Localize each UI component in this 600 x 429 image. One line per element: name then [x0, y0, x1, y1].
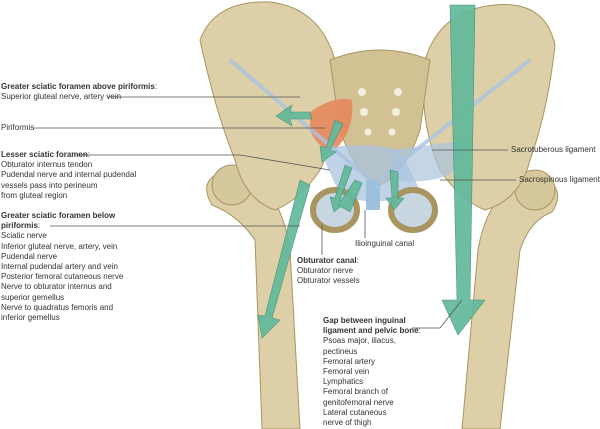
pubic-symphysis [366, 180, 380, 210]
gap-item: nerve of thigh [323, 418, 372, 428]
lsf-item: vessels pass into perineum [1, 180, 98, 190]
arrow-piriformis [319, 119, 344, 163]
gap-title-1: Gap between inguinal [323, 316, 406, 325]
lsf-item: Pudendal nerve and internal pudendal [1, 170, 137, 180]
label-piriformis: Piriformis [1, 123, 35, 132]
gsf-below-item: Pudendal nerve [1, 251, 58, 261]
gap-item: Femoral artery [323, 356, 376, 366]
gap-title-2: ligament and pelvic bone [323, 326, 419, 336]
lsf-title: Lesser sciatic foramen [1, 150, 88, 159]
label-gsf-below: Greater sciatic foramen below piriformis… [1, 211, 124, 323]
gsf-below-title-2: piriformis [1, 221, 38, 231]
label-obturator-canal: Obturator canal: Obturator nerve Obturat… [297, 256, 360, 286]
arrow-obturator [385, 169, 405, 211]
passage-arrows [257, 4, 486, 339]
gsf-above-title: Greater sciatic foramen above piriformis [1, 82, 155, 91]
gsf-below-title-1: Greater sciatic foramen below [1, 211, 116, 220]
arrow-pudendal [337, 179, 363, 213]
lsf-item: Obturator internus tendon [1, 160, 93, 170]
label-inguinal-gap: Gap between inguinal ligament and pelvic… [323, 316, 421, 428]
left-femur [206, 173, 301, 429]
arrow-lesser-sciatic [329, 164, 353, 213]
gsf-below-item: Posterior femoral cutaneous nerve [1, 272, 124, 282]
label-gsf-above: Greater sciatic foramen above piriformis… [1, 82, 158, 102]
label-lesser-sciatic-foramen: Lesser sciatic foramen: Obturator intern… [1, 150, 137, 200]
left-ilium [199, 1, 339, 211]
gsf-below-item: Nerve to obturator internus and [1, 282, 112, 292]
gap-item: Psoas major, iliacus, [323, 336, 396, 346]
gsf-below-item: Inferior gluteal nerve, artery, vein [1, 241, 118, 251]
gsf-below-item: superior gemellus [1, 292, 65, 302]
gsf-below-item: Sciatic nerve [1, 231, 47, 241]
gsf-below-item: Internal pudendal artery and vein [1, 262, 118, 272]
gap-item: Femoral vein [323, 367, 370, 377]
gsf-below-item: Nerve to quadratus femoris and [1, 302, 114, 312]
arrow-gsf-above [275, 104, 313, 127]
gsf-below-item: inferior gemellus [1, 313, 60, 323]
leader-lines [33, 96, 516, 329]
obturator-item: Obturator nerve [297, 266, 354, 276]
label-ilioinguinal: Ilioinguinal canal [355, 239, 415, 248]
gap-item: pectineus [323, 346, 358, 356]
arrow-gap-inguinal [441, 4, 486, 336]
label-sacrospinous: Sacrospinous ligament [519, 175, 600, 184]
obturator-title: Obturator canal [297, 256, 357, 265]
label-sacrotuberous: Sacrotuberous ligament [511, 145, 596, 154]
arrow-gsf-below [257, 179, 311, 339]
obturator-item: Obturator vessels [297, 276, 360, 286]
lsf-item: from gluteal region [1, 190, 68, 200]
sacrospinous-ligament [390, 140, 470, 182]
gap-item: genitofemoral nerve [323, 397, 394, 407]
sacral-foramina [358, 88, 402, 136]
gap-item: Lateral cutaneous [323, 407, 387, 417]
gsf-above-item: Superior gluteal nerve, artery vein [1, 92, 122, 102]
gap-item: Femoral branch of [323, 387, 388, 397]
gap-item: Lymphatics [323, 377, 364, 387]
